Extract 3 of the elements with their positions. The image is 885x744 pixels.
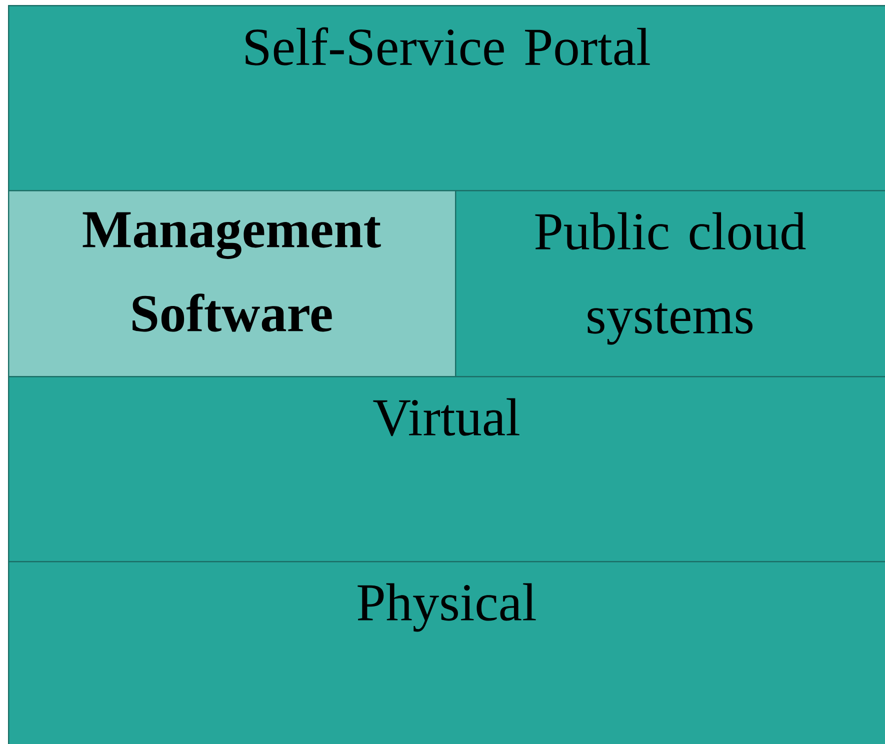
layer-box: Physical: [8, 561, 885, 744]
layer-box: Public cloud systems: [455, 190, 885, 378]
layer-box: Management Software: [8, 190, 456, 378]
